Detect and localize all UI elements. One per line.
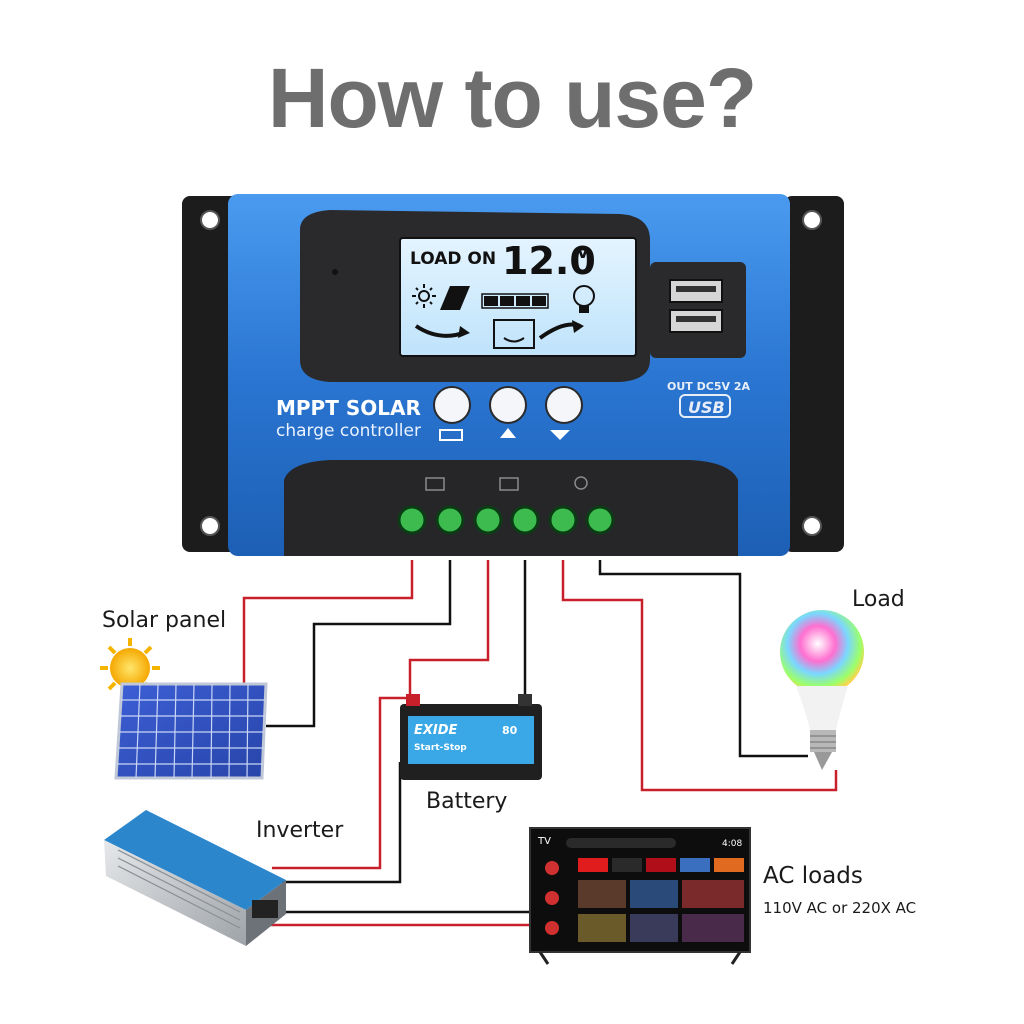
mount-hole-icon bbox=[200, 210, 220, 230]
terminal-screw-icon[interactable] bbox=[585, 505, 615, 535]
menu-icon bbox=[439, 429, 463, 441]
battery-model: Start-Stop bbox=[414, 743, 467, 753]
tv-search-bar bbox=[566, 838, 676, 848]
sun-icon bbox=[110, 648, 150, 688]
bulb-glass-icon bbox=[780, 610, 864, 694]
terminal-bulb-icon bbox=[574, 476, 588, 490]
brand-line1: MPPT SOLAR bbox=[276, 396, 421, 420]
right-mount-flange bbox=[784, 196, 844, 552]
solar-negative-wire bbox=[266, 560, 452, 728]
plus-button[interactable] bbox=[489, 386, 527, 424]
inverter-outlet-icon bbox=[252, 900, 278, 918]
inverter bbox=[104, 810, 286, 946]
tv-tile bbox=[630, 914, 678, 942]
terminal-screws bbox=[397, 505, 615, 535]
tv-tile bbox=[612, 858, 642, 872]
plus-icon bbox=[500, 428, 516, 438]
tv-tile bbox=[680, 858, 710, 872]
lcd-sun-icon bbox=[412, 284, 436, 308]
usb-logo-text: USB bbox=[688, 398, 725, 417]
tv-tile bbox=[578, 914, 626, 942]
tv-tile bbox=[714, 858, 744, 872]
battery-capacity: 80 bbox=[502, 724, 518, 737]
mount-hole-icon bbox=[802, 516, 822, 536]
lcd-battery-face-icon bbox=[493, 319, 535, 349]
charge-controller: LOAD ON 12.0 V bbox=[182, 194, 844, 556]
mount-hole-icon bbox=[200, 516, 220, 536]
load-bulb bbox=[780, 610, 864, 770]
load-negative-wire bbox=[598, 560, 808, 758]
solar-panel bbox=[100, 638, 268, 780]
solar-positive-wire bbox=[242, 560, 414, 686]
tv-tile bbox=[578, 858, 608, 872]
battery-negative-terminal-icon bbox=[518, 694, 532, 706]
lcd-panel-icon bbox=[440, 286, 470, 310]
ac-loads-spec: 110V AC or 220X AC bbox=[763, 899, 917, 917]
lcd-status-text: LOAD ON bbox=[410, 249, 496, 269]
tv-app-icon bbox=[545, 891, 559, 905]
ac-loads-label: AC loads bbox=[763, 863, 863, 889]
usb-logo-frame bbox=[679, 394, 731, 418]
panel-frame bbox=[114, 682, 268, 780]
indicator-led-icon bbox=[332, 269, 338, 275]
tv-tile bbox=[646, 858, 676, 872]
terminal-screw-icon[interactable] bbox=[473, 505, 503, 535]
terminal-screw-icon[interactable] bbox=[435, 505, 465, 535]
load-label: Load bbox=[852, 587, 905, 612]
battery-brand: EXIDE bbox=[414, 723, 458, 738]
minus-icon bbox=[550, 430, 570, 440]
tv-tile bbox=[682, 880, 744, 908]
inverter-positive-wire bbox=[272, 696, 410, 870]
brand-line2: charge controller bbox=[276, 421, 421, 441]
panel-grid bbox=[117, 683, 265, 779]
battery-positive-wire bbox=[408, 560, 490, 698]
menu-button[interactable] bbox=[433, 386, 471, 424]
inverter-top-panel bbox=[104, 810, 286, 910]
terminal-battery-icon bbox=[499, 477, 519, 491]
tv-app-icon bbox=[545, 921, 559, 935]
lcd-battery-bars-icon bbox=[481, 293, 549, 309]
inverter-side bbox=[104, 840, 246, 946]
lcd-voltage-value: 12.0 bbox=[502, 239, 596, 283]
tv: TV 4:08 bbox=[529, 827, 751, 965]
tv-tile bbox=[578, 880, 626, 908]
bulb-neck bbox=[796, 686, 848, 730]
tv-time: 4:08 bbox=[722, 839, 742, 849]
terminal-screw-icon[interactable] bbox=[548, 505, 578, 535]
lcd-arrow-head-icon bbox=[572, 320, 584, 333]
tv-corner-label: TV bbox=[537, 836, 551, 847]
left-mount-flange bbox=[182, 196, 242, 552]
lcd-arrow-head-icon bbox=[458, 326, 470, 338]
battery-positive-terminal-icon bbox=[406, 694, 420, 706]
page-title: How to use? bbox=[267, 51, 757, 145]
wires bbox=[242, 560, 838, 927]
battery-label bbox=[408, 716, 534, 764]
tv-stand bbox=[538, 951, 742, 965]
tv-tile bbox=[630, 880, 678, 908]
battery-label-text: Battery bbox=[426, 789, 508, 814]
inverter-negative-wire bbox=[272, 762, 402, 884]
lcd-unit: V bbox=[577, 244, 589, 262]
tv-tile bbox=[682, 914, 744, 942]
solar-panel-label: Solar panel bbox=[102, 608, 227, 633]
terminal-block bbox=[284, 460, 738, 556]
minus-button[interactable] bbox=[545, 386, 583, 424]
inverter-label: Inverter bbox=[256, 818, 344, 843]
usb-spec-text: OUT DC5V 2A bbox=[667, 380, 750, 393]
battery: EXIDE Start-Stop 80 bbox=[400, 694, 542, 780]
load-positive-wire bbox=[561, 560, 838, 792]
tv-app-icon bbox=[545, 861, 559, 875]
lcd-bulb-icon bbox=[573, 285, 595, 313]
terminal-screw-icon[interactable] bbox=[397, 505, 427, 535]
terminal-panel-icon bbox=[425, 477, 445, 491]
mount-hole-icon bbox=[802, 210, 822, 230]
terminal-screw-icon[interactable] bbox=[510, 505, 540, 535]
